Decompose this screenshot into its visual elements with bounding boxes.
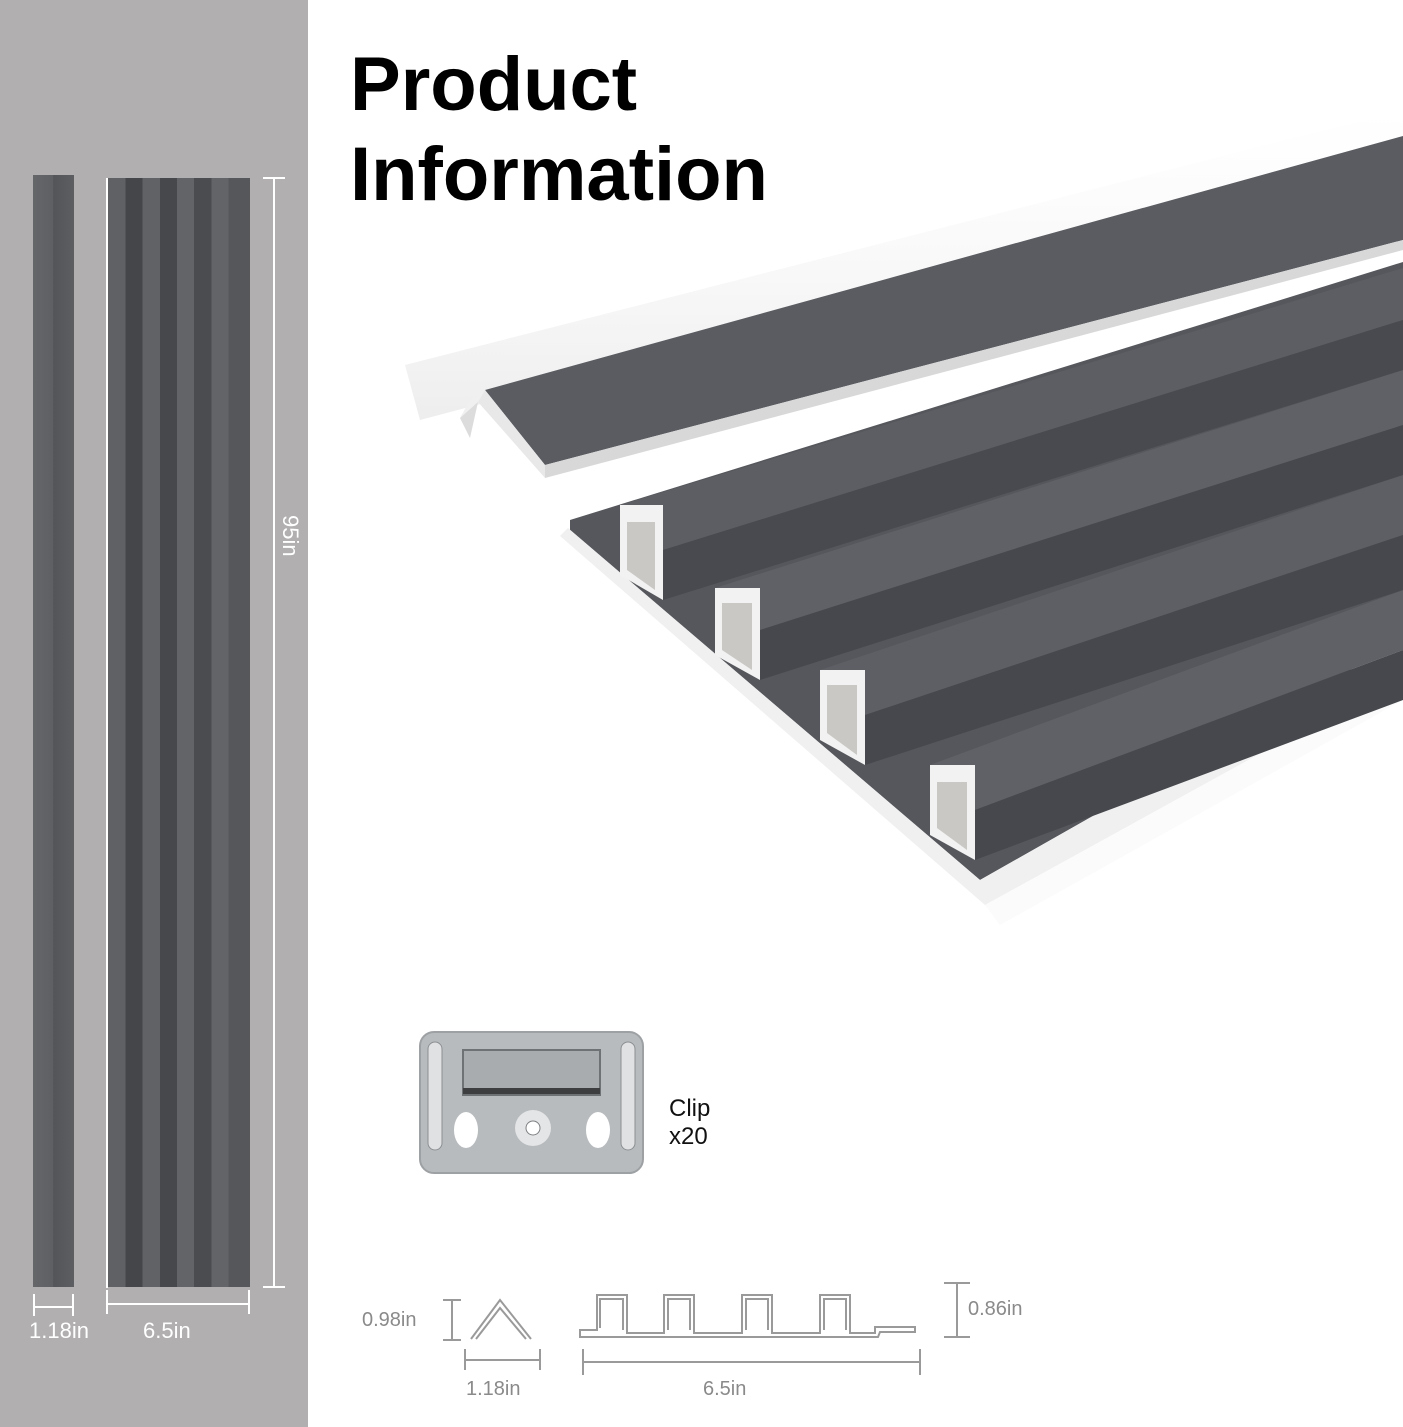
corner-width-label: 1.18in bbox=[466, 1378, 521, 1400]
dimension-panel: 1.18in 6.5in 95in bbox=[0, 0, 308, 1427]
narrow-width-dimension-line bbox=[33, 1306, 74, 1308]
clip-quantity: x20 bbox=[669, 1123, 708, 1150]
corner-height-label: 0.98in bbox=[362, 1309, 417, 1331]
narrow-slat-image bbox=[33, 175, 74, 1287]
corner-profile bbox=[443, 1298, 541, 1370]
wide-width-dimension-line bbox=[107, 1303, 250, 1305]
panel-height-label: 0.86in bbox=[968, 1298, 1023, 1320]
length-tick-bottom bbox=[263, 1286, 285, 1288]
fluted-panel bbox=[560, 262, 1403, 925]
page-title: Product Information bbox=[350, 40, 768, 220]
narrow-width-label: 1.18in bbox=[29, 1318, 89, 1343]
wide-width-tick-left bbox=[106, 1290, 108, 1314]
title-line-2: Information bbox=[350, 132, 768, 217]
narrow-width-tick-right bbox=[72, 1294, 74, 1316]
clip-label: Clip x20 bbox=[669, 1095, 710, 1151]
length-tick-top bbox=[263, 177, 285, 179]
flute-openings bbox=[620, 505, 975, 860]
wide-slat-left-edge bbox=[106, 178, 108, 1288]
length-label: 95in bbox=[278, 515, 303, 557]
panel-profile bbox=[579, 1282, 970, 1375]
clip-image bbox=[419, 1031, 644, 1174]
length-dimension-line bbox=[273, 178, 275, 1288]
title-line-1: Product bbox=[350, 42, 638, 127]
clip-name: Clip bbox=[669, 1095, 711, 1122]
narrow-width-tick-left bbox=[33, 1294, 35, 1316]
wide-width-tick-right bbox=[248, 1290, 250, 1314]
wide-slat-image bbox=[107, 178, 250, 1287]
panel-width-label: 6.5in bbox=[703, 1378, 747, 1400]
wide-width-label: 6.5in bbox=[143, 1318, 191, 1343]
